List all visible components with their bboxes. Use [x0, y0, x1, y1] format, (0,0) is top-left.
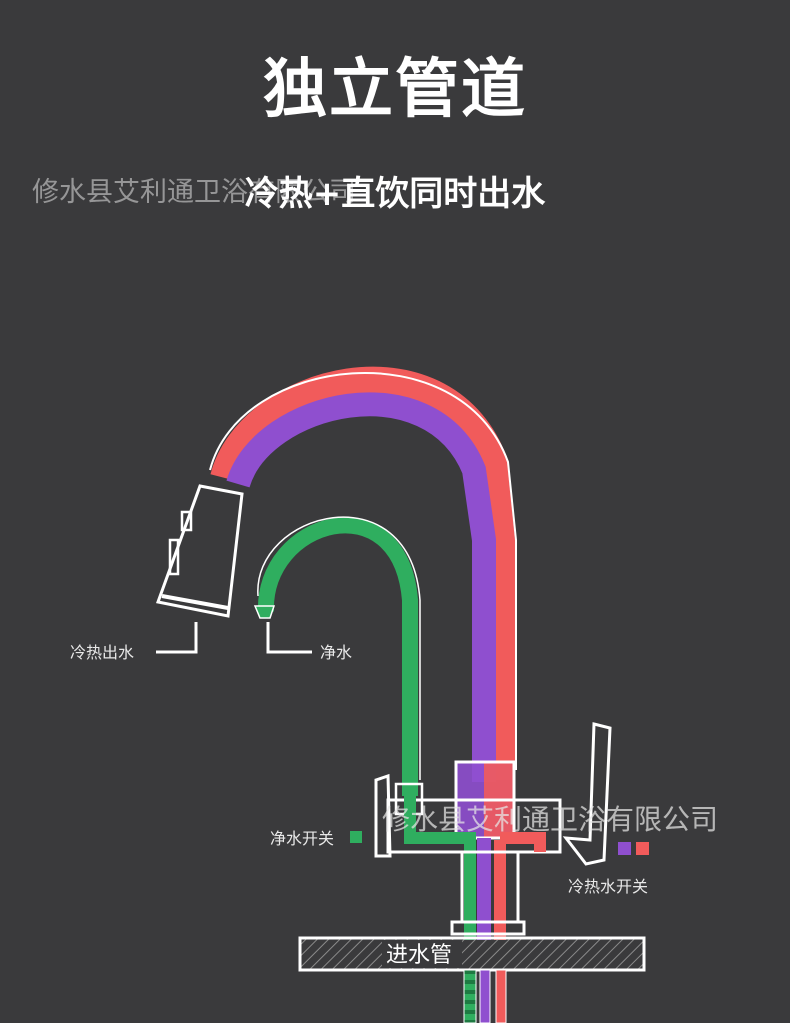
purified-color-marker: [350, 831, 362, 843]
hot-cold-lever: [562, 722, 612, 866]
cold-color-marker: [618, 842, 631, 855]
page-subtitle: 冷热+直饮同时出水: [244, 174, 546, 214]
label-hot-cold-outlet: 冷热出水: [70, 643, 134, 662]
inlet-pipes: [463, 969, 507, 1023]
label-hot-cold-switch: 冷热水开关: [568, 877, 648, 896]
inlet-plate: [298, 936, 646, 972]
page-title: 独立管道: [263, 53, 527, 127]
label-inlet-pipe: 进水管: [386, 943, 452, 968]
main-spout: [209, 366, 517, 782]
label-purified-water: 净水: [320, 643, 352, 662]
purified-switch-lever: [374, 773, 392, 858]
leader-lines: [156, 622, 312, 654]
watermark-top: 修水县艾利通卫浴有限公司: [32, 177, 356, 208]
watermark-bottom: 修水县艾利通卫浴有限公司: [382, 803, 719, 836]
spray-head: [155, 484, 244, 618]
hot-color-marker: [636, 842, 649, 855]
purified-spout: [253, 516, 421, 796]
label-purified-switch: 净水开关: [270, 829, 334, 848]
